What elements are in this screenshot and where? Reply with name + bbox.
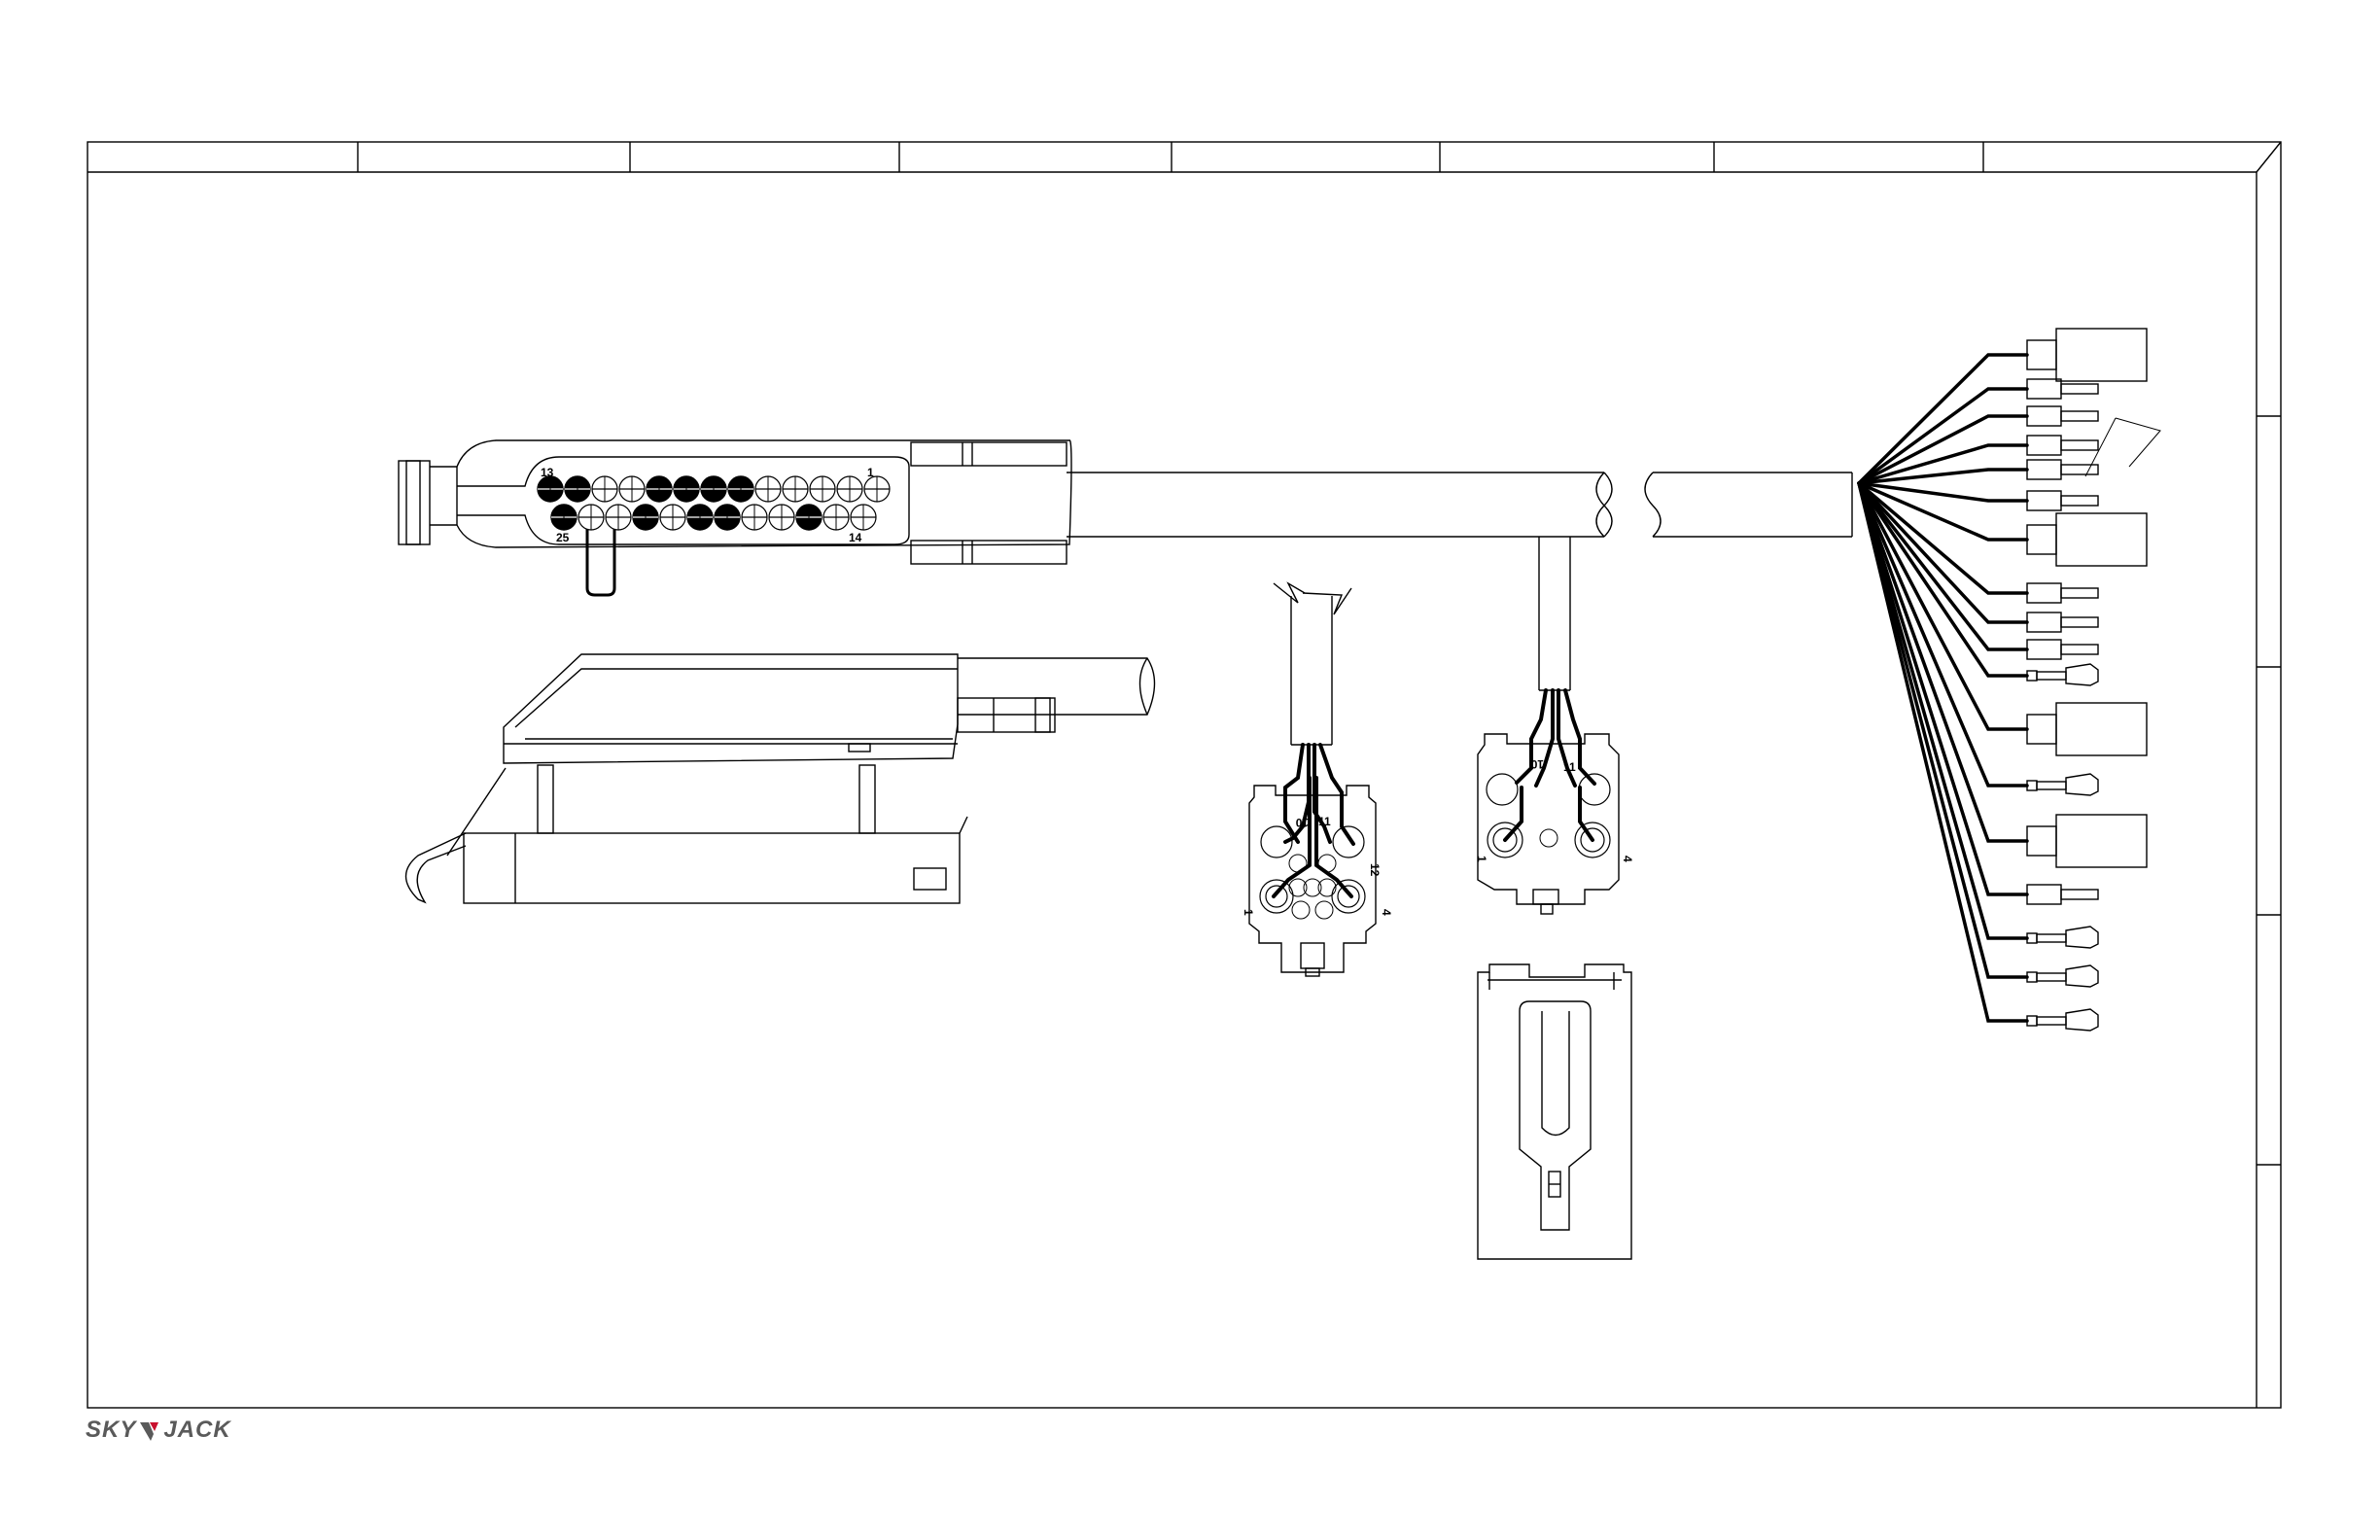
pin-label-4: 4 — [1621, 856, 1634, 862]
terminal-large-collar — [2027, 525, 2056, 554]
pin-label-13: 13 — [541, 466, 554, 479]
terminal-large-body — [2056, 703, 2147, 755]
logo-text-jack: JACK — [163, 1417, 230, 1444]
terminal-small-blade — [2061, 496, 2098, 506]
harness-wire — [1859, 483, 2027, 841]
terminal-large-body — [2056, 329, 2147, 381]
pin-label-25: 25 — [556, 531, 570, 544]
pin-label-11: 11 — [1563, 760, 1576, 774]
terminal-clip-shaft — [2037, 934, 2066, 942]
terminal-clip-head — [2066, 927, 2098, 948]
terminal-clip-head — [2066, 1009, 2098, 1031]
terminal-small-blade — [2061, 588, 2098, 598]
terminal-clip-head — [2066, 965, 2098, 987]
harness-wires — [1859, 355, 2027, 1021]
harness-wire — [1859, 483, 2027, 501]
skyjack-logo: SKY JACK — [86, 1416, 231, 1445]
connector-12pin: 10 11 12 1 4 — [1242, 583, 1393, 976]
harness-terminals — [2027, 329, 2147, 1031]
pin-label-14: 14 — [849, 531, 862, 544]
logo-text-sky: SKY — [86, 1417, 136, 1444]
terminal-clip-shaft — [2037, 672, 2066, 680]
terminal-small-blade — [2061, 411, 2098, 421]
terminal-clip-shaft — [2037, 1017, 2066, 1025]
terminal-small-collar — [2027, 491, 2061, 510]
terminal-small-collar — [2027, 640, 2061, 659]
side-zone-dividers — [2257, 416, 2281, 1165]
terminal-large-collar — [2027, 826, 2056, 856]
terminal-small-collar — [2027, 583, 2061, 603]
terminal-small-collar — [2027, 885, 2061, 904]
terminal-small-collar — [2027, 460, 2061, 479]
terminal-large-collar — [2027, 715, 2056, 744]
terminal-clip-head — [2066, 774, 2098, 795]
title-block-header-dividers — [358, 142, 1983, 172]
terminal-clip-head — [2066, 664, 2098, 685]
leader-line — [2116, 418, 2160, 467]
connector-housing-side — [1478, 964, 1631, 1259]
connector-4pin: 10 11 1 4 — [1475, 690, 1634, 914]
terminal-small-collar — [2027, 379, 2061, 399]
terminal-small-blade — [2061, 890, 2098, 899]
pin-row-top — [538, 476, 890, 502]
terminal-small-blade — [2061, 384, 2098, 394]
connector-25pin-top-view: 13 1 25 14 — [399, 440, 1071, 595]
terminal-small-collar — [2027, 612, 2061, 632]
connector-25pin-side-view — [406, 654, 1155, 903]
pin-label-10: 10 — [1295, 816, 1309, 829]
main-cable-trunk — [1067, 472, 1852, 690]
terminal-clip-shaft — [2037, 782, 2066, 789]
pin-label-10: 10 — [1530, 757, 1544, 771]
pin-row-bottom — [551, 505, 876, 530]
terminal-small-collar — [2027, 436, 2061, 455]
terminal-large-body — [2056, 815, 2147, 867]
terminal-small-blade — [2061, 617, 2098, 627]
pin-label-1: 1 — [1475, 856, 1488, 862]
terminal-large-body — [2056, 513, 2147, 566]
pin-label-1: 1 — [1242, 909, 1255, 916]
terminal-small-blade — [2061, 440, 2098, 450]
terminal-clip-shaft — [2037, 973, 2066, 981]
pin-label-12: 12 — [1368, 863, 1382, 877]
pin-label-11: 11 — [1318, 815, 1331, 828]
harness-breakout — [1859, 329, 2160, 1031]
terminal-large-collar — [2027, 340, 2056, 369]
terminal-small-blade — [2061, 465, 2098, 474]
terminal-small-blade — [2061, 645, 2098, 654]
logo-mark-icon — [137, 1418, 162, 1443]
pin-label-1: 1 — [867, 466, 874, 479]
terminal-small-collar — [2027, 406, 2061, 426]
pin-label-4: 4 — [1380, 909, 1393, 916]
